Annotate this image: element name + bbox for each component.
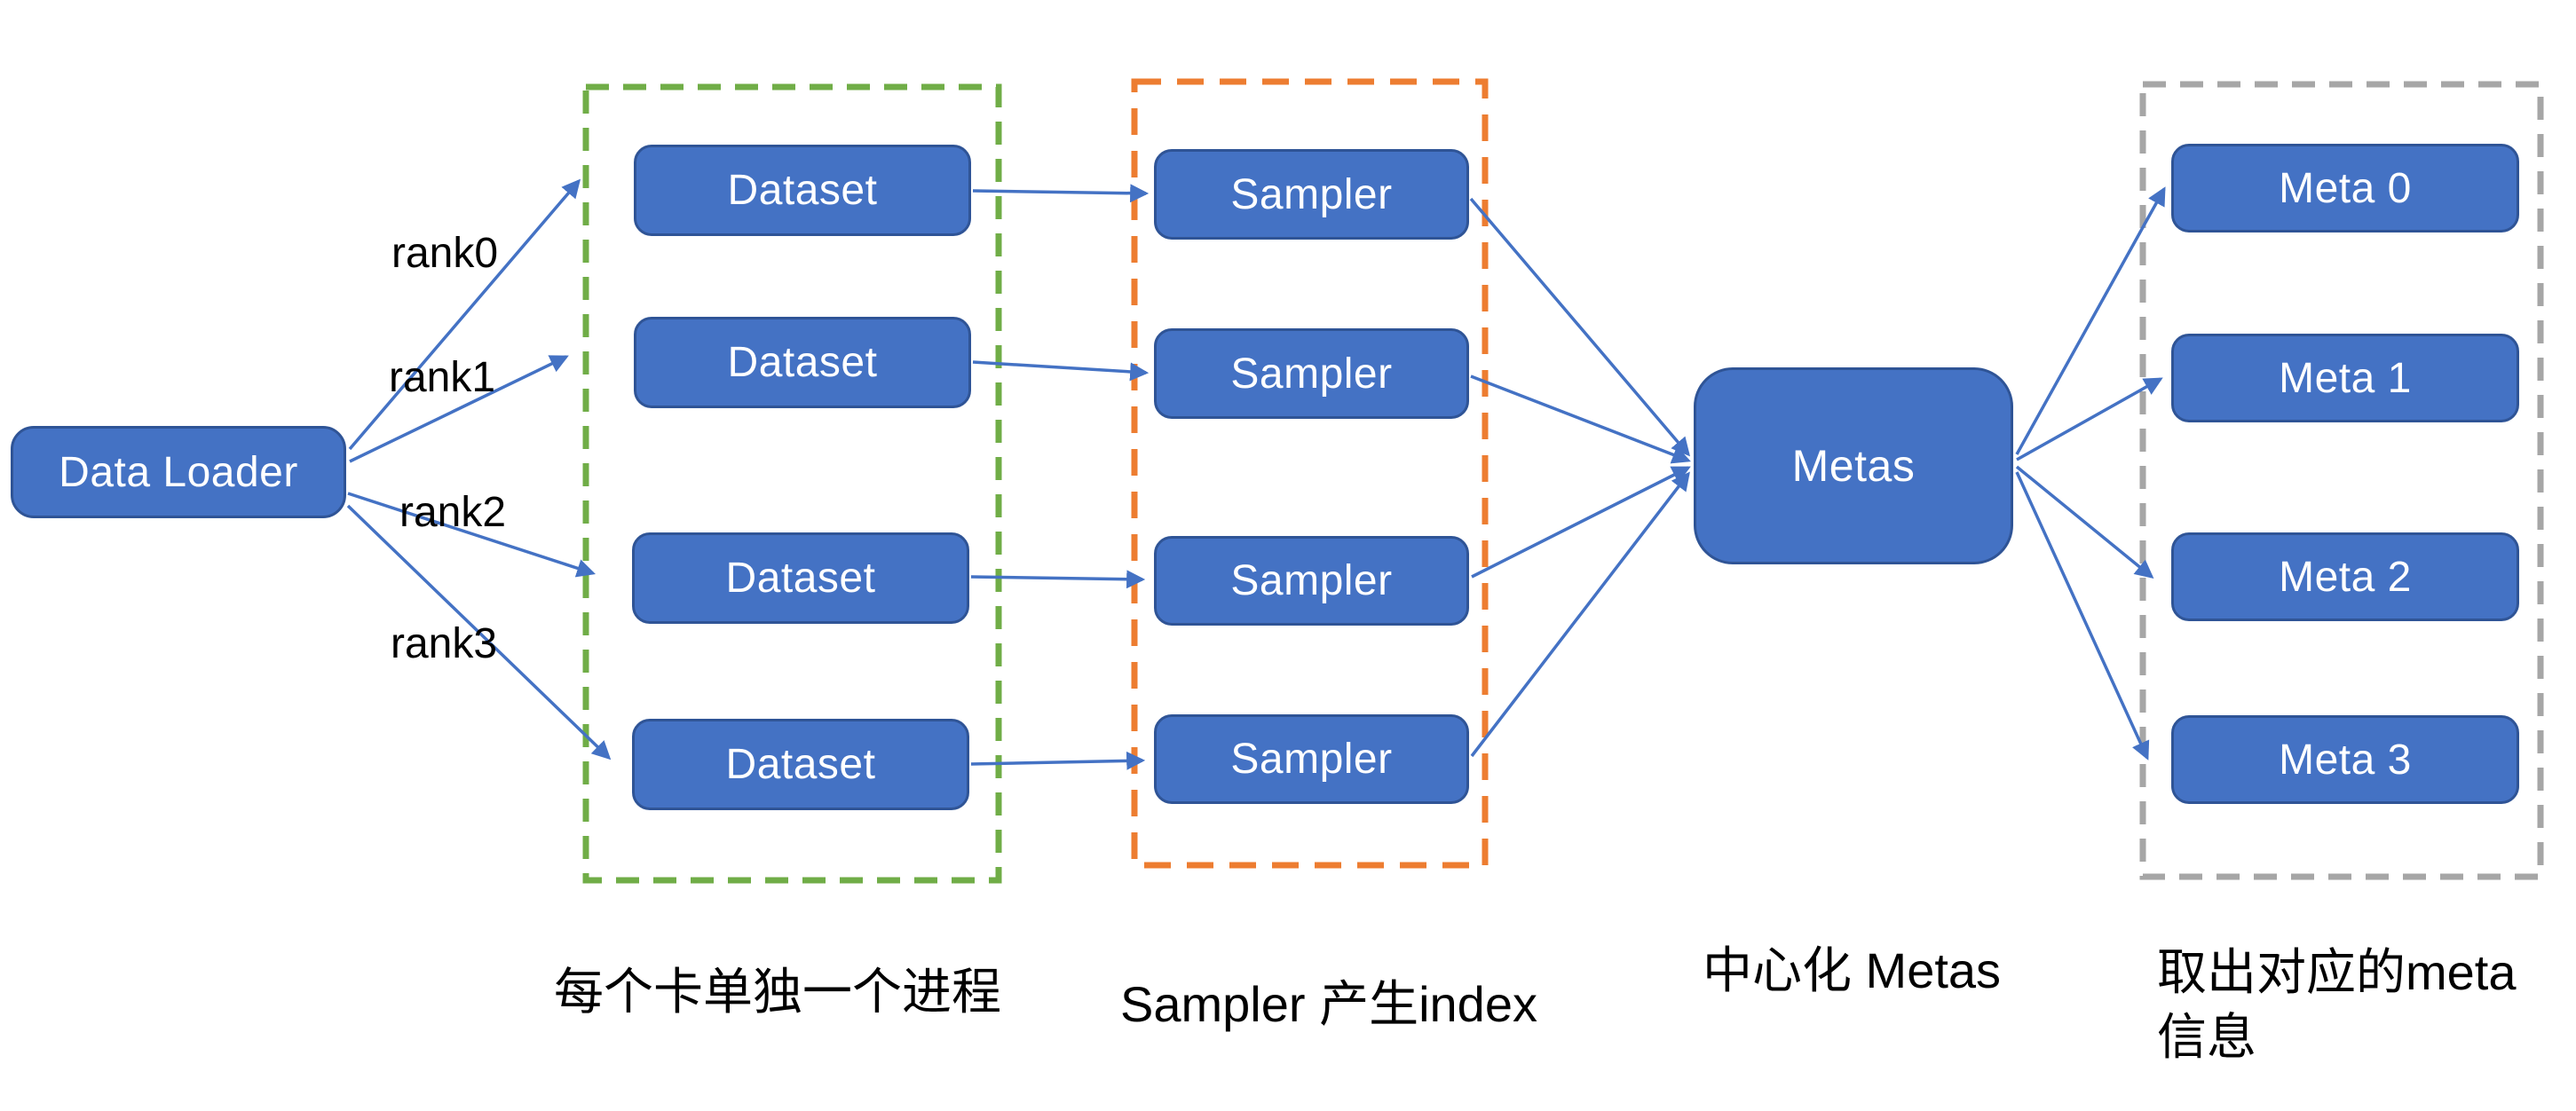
edge-dataset4-sampler4 bbox=[970, 751, 1146, 770]
edge-metas-meta1 bbox=[2016, 377, 2163, 461]
metas-hub-caption: 中心化 Metas bbox=[1703, 942, 2002, 998]
sampler-node-2: Sampler bbox=[1154, 536, 1469, 626]
edge-rank3 bbox=[346, 504, 612, 760]
meta-group-caption-line2: 信息 bbox=[2157, 1008, 2256, 1065]
edge-rank0 bbox=[348, 178, 581, 451]
dataset-node-0: Dataset bbox=[634, 145, 971, 236]
edge-sampler4-metas bbox=[1470, 471, 1690, 758]
metas-hub-node: Metas bbox=[1694, 367, 2013, 564]
meta-output-node-2: Meta 2 bbox=[2171, 532, 2519, 621]
meta-output-node-0: Meta 0 bbox=[2171, 144, 2519, 232]
rank1-label: rank1 bbox=[389, 354, 496, 401]
rank3-label: rank3 bbox=[391, 620, 498, 667]
meta-group-box bbox=[2139, 81, 2544, 880]
sampler-node-3: Sampler bbox=[1154, 714, 1469, 804]
data-loader-node: Data Loader bbox=[11, 426, 346, 518]
dataset-group-caption: 每个卡单独一个进程 bbox=[554, 964, 1001, 1020]
rank0-label: rank0 bbox=[391, 230, 499, 277]
sampler-group-caption: Sampler 产生index bbox=[1120, 976, 1537, 1032]
rank2-label: rank2 bbox=[399, 489, 507, 536]
edge-dataset3-sampler3 bbox=[970, 570, 1146, 589]
edge-sampler3-metas bbox=[1471, 466, 1691, 579]
edge-rank1 bbox=[349, 355, 569, 463]
edge-dataset2-sampler2 bbox=[972, 360, 1150, 382]
dataset-node-2: Dataset bbox=[632, 532, 969, 624]
sampler-node-0: Sampler bbox=[1154, 149, 1469, 240]
dataset-group-box bbox=[582, 83, 1002, 884]
edge-metas-meta2 bbox=[2015, 465, 2154, 579]
edge-rank2 bbox=[347, 492, 596, 578]
edge-sampler1-metas bbox=[1469, 197, 1691, 457]
sampler-group-box bbox=[1131, 78, 1489, 869]
meta-group-caption-line1: 取出对应的meta bbox=[2157, 944, 2517, 1000]
meta-output-node-1: Meta 1 bbox=[2171, 334, 2519, 422]
dataset-node-1: Dataset bbox=[634, 317, 971, 408]
meta-group-caption: 取出对应的meta 信息 bbox=[2157, 941, 2517, 1070]
sampler-node-1: Sampler bbox=[1154, 328, 1469, 419]
edge-sampler2-metas bbox=[1470, 374, 1691, 464]
edge-metas-meta0 bbox=[2015, 186, 2166, 455]
edge-metas-meta3 bbox=[2015, 471, 2150, 760]
meta-output-node-3: Meta 3 bbox=[2171, 715, 2519, 804]
edge-dataset1-sampler1 bbox=[972, 184, 1150, 203]
dataset-node-3: Dataset bbox=[632, 719, 969, 810]
